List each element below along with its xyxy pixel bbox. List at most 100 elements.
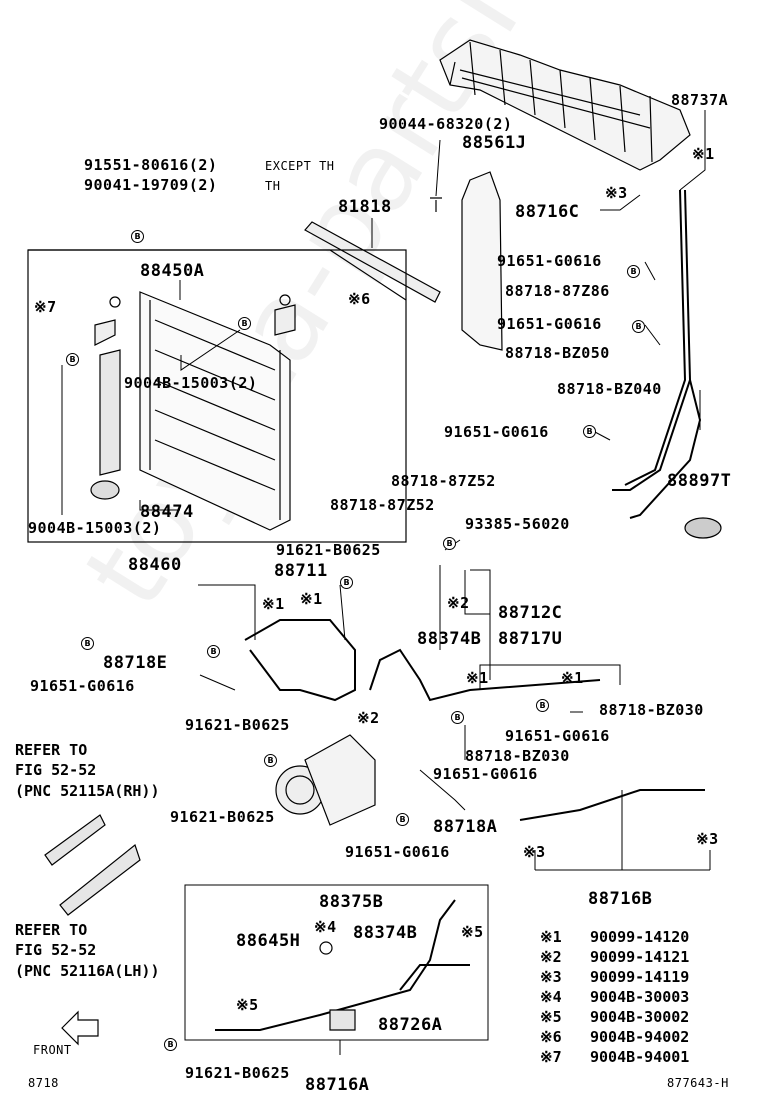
note-except-th: EXCEPT TH [265, 159, 335, 173]
callout-90044-68320: 90044-68320(2) [379, 115, 513, 133]
mark-2-b: ※2 [357, 709, 380, 727]
callout-88718a: 88718A [433, 817, 498, 837]
mark-6: ※6 [348, 290, 371, 308]
mark-3-c: ※3 [696, 830, 719, 848]
callout-91621-b0625-mid: 91621-B0625 [185, 716, 290, 734]
mark-3-a: ※3 [605, 184, 628, 202]
marker-b: B [583, 425, 596, 438]
callout-88716b: 88716B [588, 889, 653, 909]
callout-88726a: 88726A [378, 1015, 443, 1035]
callout-93385-56020: 93385-56020 [465, 515, 570, 533]
mark-1-d: ※1 [466, 669, 489, 687]
callout-88718-87z52-a: 88718-87Z52 [391, 472, 496, 490]
marker-b: B [536, 699, 549, 712]
compressor-illustration [275, 734, 376, 826]
figure-code: 8718 [28, 1076, 59, 1090]
marker-b: B [632, 320, 645, 333]
front-arrow [61, 1010, 99, 1046]
callout-91621-b0625-top: 91621-B0625 [276, 541, 381, 559]
callout-91651-g0616-4: 91651-G0616 [30, 677, 135, 695]
marker-b: B [207, 645, 220, 658]
callout-9004b-15003-b: 9004B-15003(2) [28, 519, 162, 537]
callout-91651-g0616-2: 91651-G0616 [497, 315, 602, 333]
refer-lh-line2: FIG 52-52 [15, 941, 97, 960]
callout-88897t: 88897T [667, 471, 732, 491]
marker-b: B [264, 754, 277, 767]
mark-1-b: ※1 [262, 595, 285, 613]
marker-b: B [396, 813, 409, 826]
callout-88374b-b: 88374B [353, 923, 418, 943]
callout-88718e: 88718E [103, 653, 168, 673]
callout-91651-g0616-5: 91651-G0616 [505, 727, 610, 745]
callout-91551-80616: 91551-80616(2) [84, 156, 218, 174]
callout-88460: 88460 [128, 555, 182, 575]
callout-88718-bz030-a: 88718-BZ030 [599, 701, 704, 719]
refrigerant-pipes [215, 189, 705, 1031]
callout-88374b-a: 88374B [417, 629, 482, 649]
marker-b: B [164, 1038, 177, 1051]
note-th: TH [265, 179, 281, 193]
callout-9004b-15003-a: 9004B-15003(2) [124, 374, 258, 392]
marker-b: B [81, 637, 94, 650]
leader-lines [61, 110, 711, 1055]
callout-88711: 88711 [274, 561, 328, 581]
radiator-support-illustration [439, 39, 691, 171]
refer-rh-line2: FIG 52-52 [15, 761, 97, 780]
callout-88375b: 88375B [319, 892, 384, 912]
marker-b: B [627, 265, 640, 278]
seal-88897t [684, 517, 722, 539]
callout-88561j: 88561J [462, 133, 527, 153]
callout-91621-b0625-bot: 91621-B0625 [185, 1064, 290, 1082]
callout-88716c: 88716C [515, 202, 580, 222]
callout-91621-b0625-low: 91621-B0625 [170, 808, 275, 826]
front-label: FRONT [33, 1043, 72, 1057]
marker-b: B [238, 317, 251, 330]
mark-5-a: ※5 [461, 923, 484, 941]
refer-rh-line1: REFER TO [15, 741, 88, 759]
callout-88450a: 88450A [140, 261, 205, 281]
callout-88474: 88474 [140, 502, 194, 522]
mark-7: ※7 [34, 298, 57, 316]
mark-2-a: ※2 [447, 594, 470, 612]
refer-note-rh: REFER TO FIG 52-52 (PNC 52115A(RH)) [15, 740, 160, 801]
callout-88718-bz050: 88718-BZ050 [505, 344, 610, 362]
mark-3-b: ※3 [523, 843, 546, 861]
callout-91651-g0616-3: 91651-G0616 [444, 423, 549, 441]
callout-88737a: 88737A [671, 91, 729, 109]
refer-sketches [44, 814, 141, 916]
marker-b: B [131, 230, 144, 243]
callout-88716a: 88716A [305, 1075, 370, 1095]
marker-b: B [66, 353, 79, 366]
mark-1-a: ※1 [692, 145, 715, 163]
callout-90041-19709: 90041-19709(2) [84, 176, 218, 194]
callout-88718-bz040: 88718-BZ040 [557, 380, 662, 398]
callout-88645h: 88645H [236, 931, 301, 951]
refer-lh-line1: REFER TO [15, 921, 88, 939]
mark-1-e: ※1 [561, 669, 584, 687]
diagram-id: 877643-H [667, 1076, 729, 1090]
refer-rh-line3: (PNC 52115A(RH)) [15, 781, 160, 800]
marker-b: B [451, 711, 464, 724]
callout-88718-bz030-b: 88718-BZ030 [465, 747, 570, 765]
callout-91651-g0616-6: 91651-G0616 [433, 765, 538, 783]
callout-88718-87z86: 88718-87Z86 [505, 282, 610, 300]
refer-lh-line3: (PNC 52116A(LH)) [15, 961, 160, 980]
mark-4: ※4 [314, 918, 337, 936]
seal-88561j [461, 171, 503, 351]
callout-88717u: 88717U [498, 629, 563, 649]
mark-5-b: ※5 [236, 996, 259, 1014]
marker-b: B [340, 576, 353, 589]
mark-1-c: ※1 [300, 590, 323, 608]
callout-88712c: 88712C [498, 603, 563, 623]
callout-91651-g0616-7: 91651-G0616 [345, 843, 450, 861]
callout-88718-87z52-b: 88718-87Z52 [330, 496, 435, 514]
